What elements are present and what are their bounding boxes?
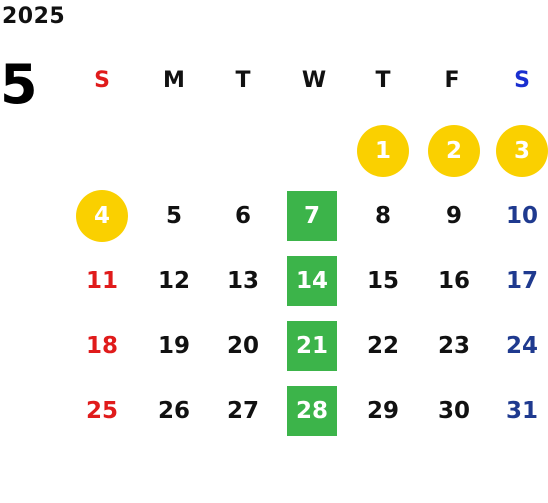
weekday-fri: F <box>444 68 460 93</box>
day-cell-9: 9 <box>445 203 462 229</box>
day-cell-4: 4 <box>76 190 128 242</box>
day-cell-6: 6 <box>234 203 251 229</box>
day-cell-13: 13 <box>226 268 259 294</box>
day-cell-14: 14 <box>287 256 337 306</box>
day-cell-10: 10 <box>505 203 538 229</box>
day-cell-19: 19 <box>157 333 190 359</box>
day-cell-3: 3 <box>496 125 548 177</box>
day-cell-1: 1 <box>357 125 409 177</box>
day-cell-31: 31 <box>505 398 538 424</box>
day-cell-26: 26 <box>157 398 190 424</box>
day-cell-29: 29 <box>366 398 399 424</box>
day-cell-23: 23 <box>437 333 470 359</box>
day-cell-16: 16 <box>437 268 470 294</box>
day-cell-18: 18 <box>85 333 118 359</box>
day-cell-2: 2 <box>428 125 480 177</box>
day-cell-17: 17 <box>505 268 538 294</box>
day-cell-12: 12 <box>157 268 190 294</box>
weekday-sun: S <box>94 68 110 93</box>
weekday-sat: S <box>514 68 530 93</box>
day-cell-7: 7 <box>287 191 337 241</box>
weekday-tue: T <box>235 68 251 93</box>
year-label: 2025 <box>2 4 66 29</box>
month-label: 5 <box>0 53 38 116</box>
weekday-mon: M <box>163 68 185 93</box>
day-cell-30: 30 <box>437 398 470 424</box>
day-cell-27: 27 <box>226 398 259 424</box>
day-cell-21: 21 <box>287 321 337 371</box>
day-cell-20: 20 <box>226 333 259 359</box>
weekday-thu: T <box>375 68 391 93</box>
day-cell-24: 24 <box>505 333 538 359</box>
day-cell-28: 28 <box>287 386 337 436</box>
day-cell-25: 25 <box>85 398 118 424</box>
day-cell-15: 15 <box>366 268 399 294</box>
day-cell-22: 22 <box>366 333 399 359</box>
weekday-wed: W <box>301 68 327 93</box>
day-cell-5: 5 <box>165 203 182 229</box>
day-cell-11: 11 <box>85 268 118 294</box>
day-cell-8: 8 <box>374 203 391 229</box>
